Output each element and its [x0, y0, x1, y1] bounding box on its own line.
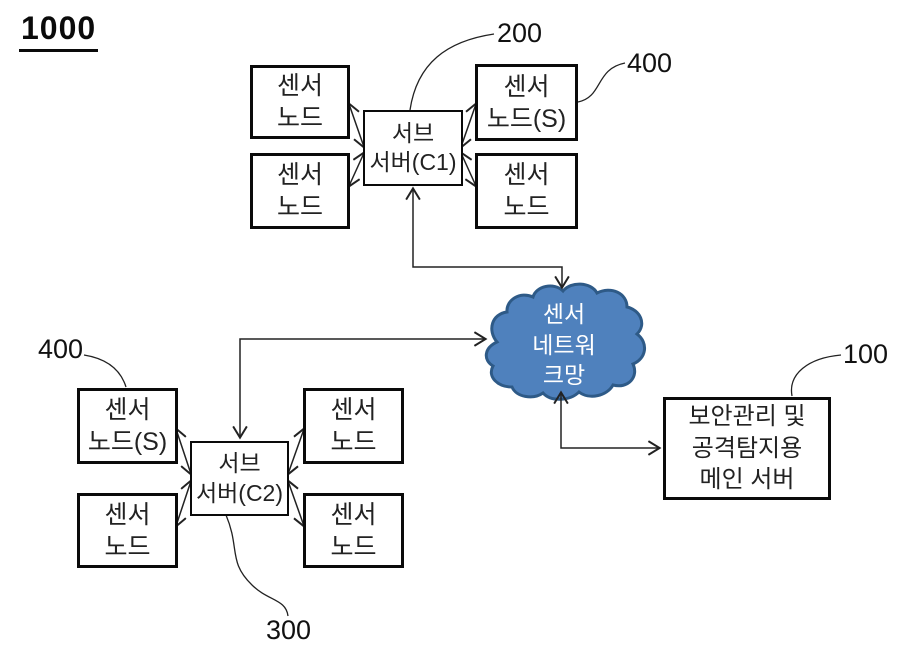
- leader-400-top: [577, 62, 626, 103]
- sub-server-c2-box: 서브 서버(C2): [190, 441, 289, 516]
- bottom-sensor-node-top-right: 센서 노드: [303, 388, 404, 464]
- main-server-box: 보안관리 및 공격탐지용 메인 서버: [663, 397, 831, 500]
- bottom-sensor-node-s-box: 센서 노드(S): [77, 388, 178, 464]
- ref-label-400-top: 400: [627, 48, 673, 78]
- bottom-sensor-node-bottom-left: 센서 노드: [77, 493, 178, 568]
- connector-c1-to-cloud: [413, 189, 562, 287]
- arrow-c2-node-top-right: [288, 429, 304, 474]
- top-sensor-node-bottom-right: 센서 노드: [475, 153, 578, 229]
- sensor-network-cloud-icon: [484, 282, 646, 401]
- arrow-c1-node-bottom-left: [349, 153, 364, 186]
- arrow-c1-node-bottom-right: [461, 153, 476, 186]
- leader-300: [225, 514, 289, 617]
- leader-400-bottom: [83, 354, 127, 388]
- cloud-label: 센서 네트워 크망: [532, 301, 596, 389]
- sub-server-c1-box: 서브 서버(C1): [363, 110, 463, 186]
- leader-200: [409, 33, 495, 111]
- top-sensor-node-top-left: 센서 노드: [250, 65, 350, 139]
- arrow-c2-node-top-left: [176, 429, 191, 474]
- top-sensor-node-bottom-left: 센서 노드: [250, 153, 350, 229]
- ref-label-200: 200: [497, 18, 543, 48]
- ref-label-400-bottom: 400: [38, 334, 84, 364]
- connector-c2-to-cloud: [240, 339, 485, 437]
- bottom-sensor-node-bottom-right: 센서 노드: [303, 493, 404, 568]
- connector-cloud-to-main-server: [561, 393, 659, 448]
- leader-100: [790, 354, 842, 397]
- ref-label-300: 300: [266, 615, 312, 645]
- arrow-c1-node-top-right: [461, 104, 476, 147]
- figure-number: 1000: [19, 10, 99, 52]
- arrow-c1-node-top-left: [349, 104, 364, 147]
- top-sensor-node-s-box: 센서 노드(S): [475, 64, 578, 141]
- arrow-c2-node-bottom-left: [176, 481, 191, 526]
- ref-label-100: 100: [843, 339, 889, 369]
- arrow-c2-node-bottom-right: [288, 481, 304, 526]
